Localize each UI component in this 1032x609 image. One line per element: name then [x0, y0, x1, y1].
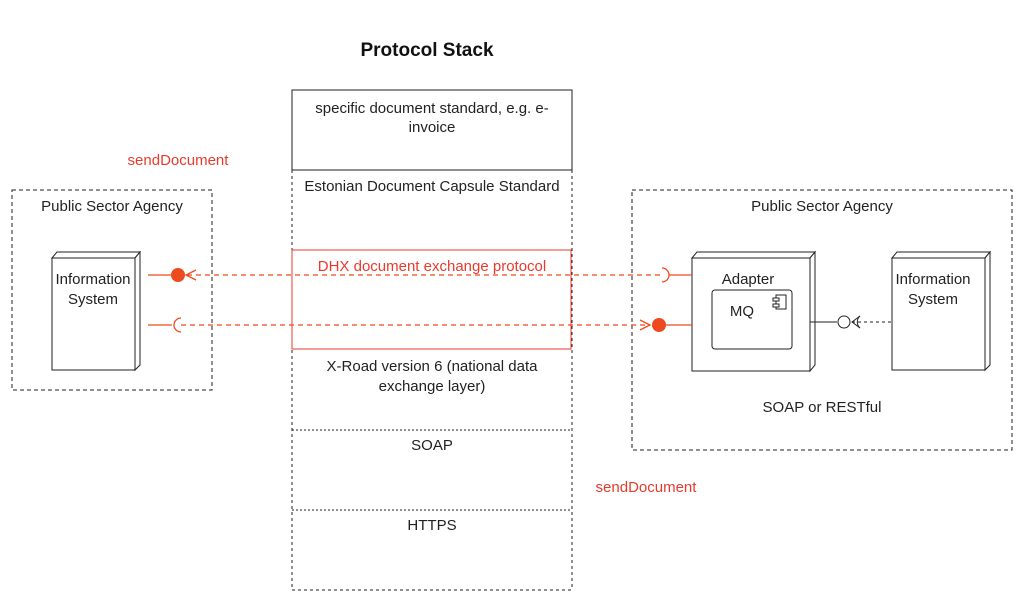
left-agency-label: Public Sector Agency: [41, 198, 183, 215]
right-agency-frame: [631, 189, 1013, 451]
provided-interface-icon: [837, 315, 851, 329]
layer-document-standard-box: [291, 89, 573, 171]
left-info-system-line1: Information: [55, 271, 130, 288]
right-info-system-line1: Information: [895, 271, 970, 288]
bottom-send-flow: [148, 317, 692, 333]
layer-dhx-label: DHX document exchange protocol: [318, 258, 546, 275]
mq-component[interactable]: MQ: [711, 289, 793, 350]
left-information-system-node[interactable]: Information System: [50, 250, 142, 372]
protocol-stack: specific document standard, e.g. e- invo…: [291, 89, 573, 591]
adapter-label: Adapter: [722, 271, 775, 288]
layer-xroad-line2: exchange layer): [379, 378, 486, 395]
top-send-flow: [148, 267, 692, 283]
provided-interface-filled-icon: [171, 268, 185, 282]
right-agency-label: Public Sector Agency: [751, 198, 893, 215]
layer-soap-label: SOAP: [411, 437, 453, 454]
right-information-system-node[interactable]: Information System: [890, 250, 992, 372]
diagram-title: Protocol Stack: [360, 40, 493, 61]
required-interface-icon: [661, 267, 670, 283]
layer-capsule-label: Estonian Document Capsule Standard: [304, 178, 559, 195]
right-agency: Public Sector Agency Adapter MQ: [631, 189, 1013, 451]
layer-https-label: HTTPS: [407, 517, 456, 534]
bottom-send-document-label: sendDocument: [596, 479, 698, 496]
component-icon: [772, 294, 787, 310]
soap-or-restful-label: SOAP or RESTful: [763, 399, 882, 416]
layer-document-standard-line1: specific document standard, e.g. e-: [315, 100, 548, 117]
layer-dhx-box: [291, 249, 572, 350]
top-send-document-label: sendDocument: [128, 152, 230, 169]
required-interface-icon: [173, 317, 182, 333]
right-info-system-line2: System: [908, 291, 958, 308]
provided-interface-filled-icon: [652, 318, 666, 332]
adapter-node[interactable]: Adapter MQ: [690, 250, 817, 373]
arrow-left-icon: [851, 315, 861, 329]
adapter-interface-connector: [810, 315, 892, 329]
left-agency: Public Sector Agency Information System: [11, 189, 213, 391]
mq-label: MQ: [730, 303, 754, 320]
layer-xroad-line1: X-Road version 6 (national data: [327, 358, 539, 375]
left-info-system-line2: System: [68, 291, 118, 308]
left-agency-frame: [11, 189, 213, 391]
layer-document-standard-line2: invoice: [409, 119, 456, 136]
